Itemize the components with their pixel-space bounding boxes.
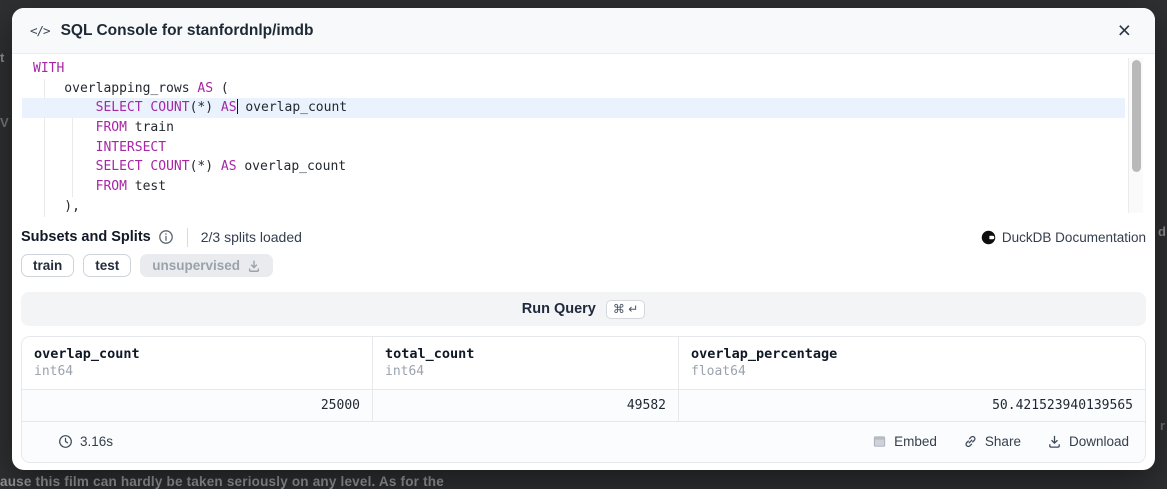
- column-name: overlap_count: [34, 345, 360, 363]
- background-fragment: d: [1158, 224, 1166, 239]
- column-type: int64: [34, 363, 360, 381]
- background-fragment: r: [1160, 418, 1165, 433]
- cell-overlap-count: 25000: [22, 390, 373, 421]
- split-label: train: [33, 258, 62, 273]
- embed-icon: [872, 434, 887, 449]
- code-line: ),: [22, 197, 1125, 217]
- code-line: overlapping_rows AS (: [22, 79, 1125, 99]
- code-line: SELECT COUNT(*) AS overlap_count: [22, 98, 1125, 118]
- results-panel: overlap_count int64 total_count int64 ov…: [21, 336, 1146, 463]
- cell-overlap-percentage: 50.421523940139565: [679, 390, 1145, 421]
- embed-button[interactable]: Embed: [872, 434, 937, 449]
- column-name: total_count: [385, 345, 666, 363]
- background-fragment: t: [0, 50, 4, 65]
- editor-scrollbar-track[interactable]: [1128, 58, 1143, 213]
- column-type: float64: [691, 363, 1133, 381]
- footer-actions: Embed Share Download: [872, 434, 1129, 449]
- clock-icon: [58, 434, 73, 449]
- column-type: int64: [385, 363, 666, 381]
- background-fragment: V: [0, 115, 9, 130]
- share-button[interactable]: Share: [963, 434, 1021, 449]
- run-query-button[interactable]: Run Query ⌘ ↵: [21, 292, 1146, 326]
- code-line: INTERSECT: [22, 138, 1125, 158]
- cell-total-count: 49582: [373, 390, 679, 421]
- modal-title: SQL Console for stanfordnlp/imdb: [61, 22, 314, 40]
- sql-code: WITH overlapping_rows AS ( SELECT COUNT(…: [12, 59, 1155, 217]
- code-line: SELECT COUNT(*) AS overlap_count: [22, 157, 1125, 177]
- duration-value: 3.16s: [80, 434, 113, 449]
- split-label: test: [95, 258, 119, 273]
- results-data-row: 25000 49582 50.421523940139565: [22, 389, 1145, 421]
- column-header-overlap-count: overlap_count int64: [22, 337, 373, 389]
- download-icon: [247, 259, 261, 273]
- background-page-text: ause this film can hardly be taken serio…: [0, 474, 1167, 489]
- download-icon: [1047, 434, 1062, 449]
- divider: [187, 228, 188, 247]
- query-duration: 3.16s: [58, 434, 113, 449]
- results-header-row: overlap_count int64 total_count int64 ov…: [22, 337, 1145, 389]
- column-name: overlap_percentage: [691, 345, 1133, 363]
- splits-pills: train test unsupervised: [21, 254, 273, 277]
- subsets-row: Subsets and Splits 2/3 splits loaded Duc…: [21, 224, 1146, 250]
- code-line: FROM train: [22, 118, 1125, 138]
- share-link-icon: [963, 434, 978, 449]
- splits-loaded-status: 2/3 splits loaded: [201, 229, 302, 245]
- split-pill-test[interactable]: test: [83, 254, 131, 277]
- split-pill-train[interactable]: train: [21, 254, 74, 277]
- keyboard-shortcut-badge: ⌘ ↵: [606, 300, 645, 319]
- close-icon[interactable]: ×: [1112, 17, 1137, 44]
- duckdb-documentation-link[interactable]: DuckDB Documentation: [981, 230, 1146, 245]
- modal-header: </> SQL Console for stanfordnlp/imdb ×: [12, 8, 1155, 54]
- duckdb-logo-icon: [981, 230, 996, 245]
- duckdb-documentation-label: DuckDB Documentation: [1002, 230, 1146, 245]
- sql-editor[interactable]: WITH overlapping_rows AS ( SELECT COUNT(…: [12, 54, 1155, 217]
- download-label: Download: [1069, 434, 1129, 449]
- code-line: WITH: [22, 59, 1125, 79]
- share-label: Share: [985, 434, 1021, 449]
- embed-label: Embed: [894, 434, 937, 449]
- editor-scrollbar-thumb[interactable]: [1132, 60, 1141, 172]
- column-header-total-count: total_count int64: [373, 337, 679, 389]
- subsets-title: Subsets and Splits: [21, 229, 151, 245]
- code-icon: </>: [30, 23, 50, 38]
- split-pill-unsupervised[interactable]: unsupervised: [140, 254, 273, 277]
- column-header-overlap-percentage: overlap_percentage float64: [679, 337, 1145, 389]
- code-line: FROM test: [22, 177, 1125, 197]
- sql-console-modal: </> SQL Console for stanfordnlp/imdb × W…: [12, 8, 1155, 470]
- split-label: unsupervised: [152, 258, 240, 273]
- download-button[interactable]: Download: [1047, 434, 1129, 449]
- info-icon[interactable]: [158, 229, 174, 245]
- run-query-label: Run Query: [522, 301, 596, 317]
- results-footer: 3.16s Embed Share: [22, 421, 1145, 462]
